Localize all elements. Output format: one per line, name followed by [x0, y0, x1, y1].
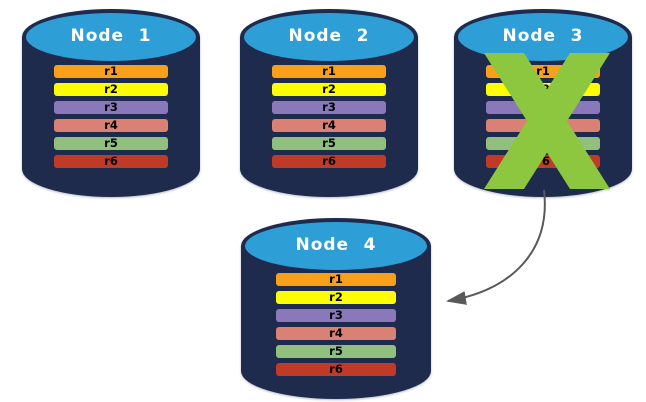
replica-bar-r6: r6 — [272, 155, 386, 168]
node-3: Node 3 r1 r2 r3 r4 r5 r6 — [454, 9, 632, 197]
replica-bar-r3: r3 — [54, 101, 168, 114]
x-mark-stroke — [484, 53, 610, 189]
replica-bar-r6: r6 — [54, 155, 168, 168]
node-1: Node 1 r1 r2 r3 r4 r5 r6 — [22, 9, 200, 197]
replica-bar-r2: r2 — [54, 83, 168, 96]
node-3-cylinder-top: Node 3 — [454, 9, 632, 65]
node-2-label: Node 2 — [288, 26, 370, 46]
replica-bar-r6: r6 — [276, 363, 396, 376]
replica-bar-r5: r5 — [276, 345, 396, 358]
replica-bar-r1: r1 — [276, 273, 396, 286]
node-1-label: Node 1 — [70, 26, 152, 46]
node-2: Node 2 r1 r2 r3 r4 r5 r6 — [240, 9, 418, 197]
x-mark-icon — [484, 53, 610, 189]
replica-bar-r4: r4 — [272, 119, 386, 132]
node-1-cylinder-top: Node 1 — [22, 9, 200, 65]
replica-bar-r3: r3 — [276, 309, 396, 322]
node-3-label: Node 3 — [502, 26, 584, 46]
node-4: Node 4 r1 r2 r3 r4 r5 r6 — [241, 218, 431, 399]
replica-bar-r1: r1 — [272, 65, 386, 78]
failover-arrow-path — [446, 189, 546, 305]
replica-bar-r4: r4 — [276, 327, 396, 340]
replica-bar-r2: r2 — [276, 291, 396, 304]
node-4-label: Node 4 — [295, 235, 377, 255]
replica-bar-r4: r4 — [54, 119, 168, 132]
replica-bar-r1: r1 — [54, 65, 168, 78]
node-2-cylinder-top: Node 2 — [240, 9, 418, 65]
replica-bar-r5: r5 — [272, 137, 386, 150]
replica-bar-r3: r3 — [272, 101, 386, 114]
node-4-replica-list: r1 r2 r3 r4 r5 r6 — [241, 273, 431, 376]
node-2-replica-list: r1 r2 r3 r4 r5 r6 — [240, 65, 418, 168]
node-4-cylinder-top: Node 4 — [241, 218, 431, 274]
replica-bar-r5: r5 — [54, 137, 168, 150]
replica-bar-r2: r2 — [272, 83, 386, 96]
node-1-replica-list: r1 r2 r3 r4 r5 r6 — [22, 65, 200, 168]
